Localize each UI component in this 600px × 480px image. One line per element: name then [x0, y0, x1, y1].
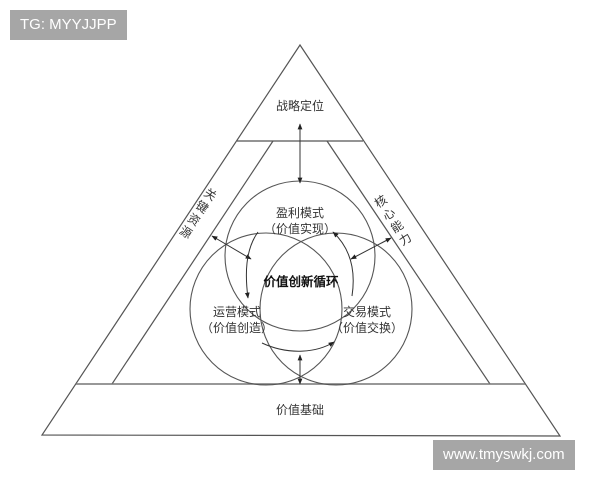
cycle-arrow-left-to-right [261, 341, 335, 352]
profit-model-subtitle: （价值实现） [264, 221, 336, 236]
core-capability-arrow [350, 237, 392, 260]
cycle-arrow-right-to-top [332, 231, 354, 297]
transaction-model-title: 交易模式 [343, 304, 391, 319]
base-label: 价值基础 [276, 402, 324, 417]
transaction-model-subtitle: （价值交换） [331, 320, 403, 335]
operation-model-title: 运营模式 [213, 305, 261, 319]
cycle-arrow-top-to-left [244, 231, 259, 299]
right-band-inner-line [326, 140, 491, 385]
operation-model-subtitle: （价值创造） [201, 320, 273, 335]
watermark-top-left: TG: MYYJJPP [10, 10, 127, 40]
profit-model-title: 盈利模式 [276, 206, 324, 220]
apex-label: 战略定位 [276, 98, 324, 113]
key-resources-arrow [211, 235, 252, 260]
outer-triangle [40, 43, 562, 437]
left-band-inner-line [111, 140, 274, 385]
circle-operation-model [189, 232, 343, 386]
key-resources-label: 关 键 资 源 [177, 186, 219, 242]
center-label: 价值创新循环 [263, 274, 339, 289]
watermark-bottom-right: www.tmyswkj.com [433, 440, 575, 470]
